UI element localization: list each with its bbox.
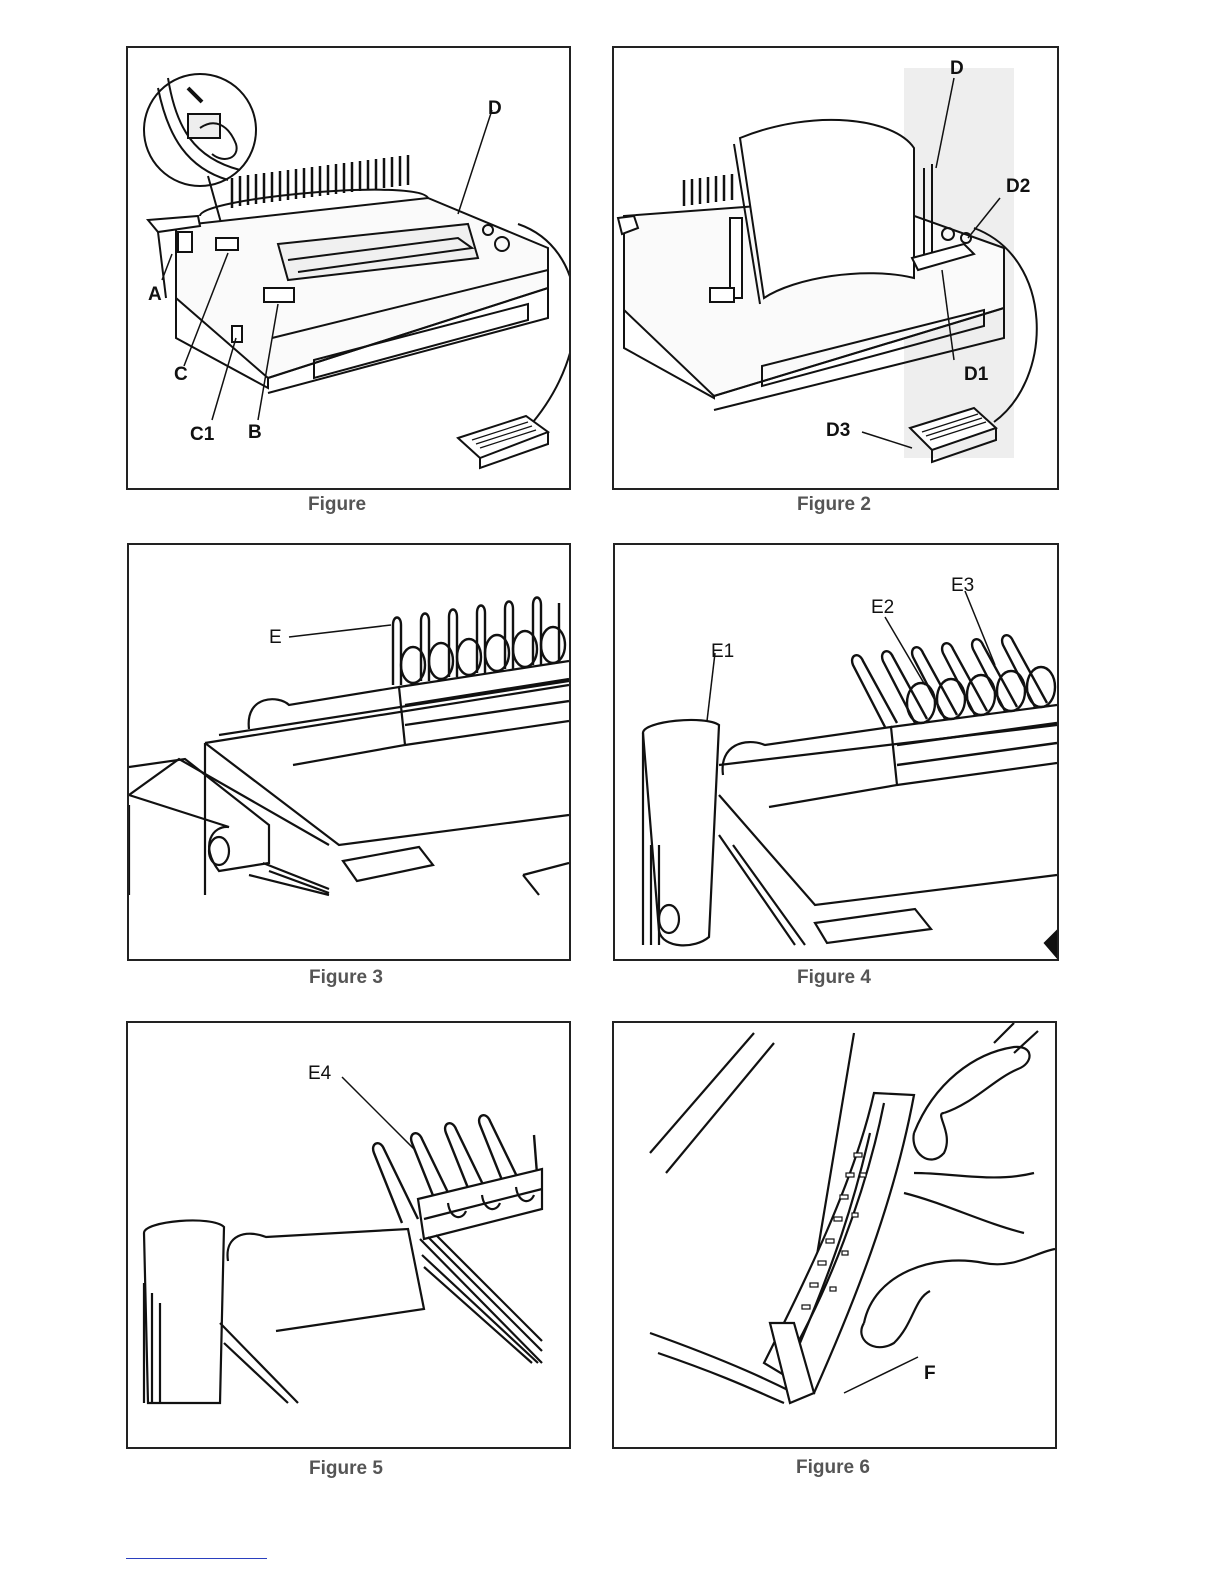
figure-5-illustration: E4 [128, 1023, 569, 1447]
figure-6-label-f: F [924, 1363, 936, 1384]
figure-2-label-d1: D1 [964, 364, 989, 385]
figure-1-illustration: D A C C1 B [128, 48, 569, 488]
figure-1-label-c: C [174, 364, 188, 385]
figure-6-caption: Figure 6 [733, 1457, 933, 1479]
figure-1-label-a: A [148, 284, 162, 305]
figure-2-illustration: D D2 D1 D3 [614, 48, 1057, 488]
figure-1-label-b: B [248, 422, 262, 443]
figure-2-label-d2: D2 [1006, 176, 1030, 197]
figure-3-panel: E [127, 543, 571, 961]
figure-2-caption: Figure 2 [734, 494, 934, 516]
footer-rule [126, 1558, 267, 1559]
figure-4-caption: Figure 4 [734, 967, 934, 989]
figure-5-caption: Figure 5 [246, 1458, 446, 1480]
figure-4-illustration: E1 E2 E3 [615, 545, 1057, 959]
figure-3-label-e: E [269, 627, 282, 648]
figure-3-caption: Figure 3 [246, 967, 446, 989]
figure-2-label-d: D [950, 58, 964, 79]
figure-1-panel: D A C C1 B [126, 46, 571, 490]
figure-3-illustration: E [129, 545, 569, 959]
figure-1-label-d: D [488, 98, 502, 119]
figure-4-label-e2: E2 [871, 597, 894, 618]
figure-4-label-e1: E1 [711, 641, 734, 662]
figure-5-label-e4: E4 [308, 1063, 332, 1084]
figure-6-panel: F [612, 1021, 1057, 1449]
figure-6-illustration: F [614, 1023, 1055, 1447]
figure-1-caption: Figure [237, 494, 437, 516]
figure-4-panel: E1 E2 E3 [613, 543, 1059, 961]
figure-2-label-d3: D3 [826, 420, 850, 441]
figure-2-panel: D D2 D1 D3 [612, 46, 1059, 490]
figure-1-label-c1: C1 [190, 424, 215, 445]
figure-4-label-e3: E3 [951, 575, 974, 596]
figure-5-panel: E4 [126, 1021, 571, 1449]
